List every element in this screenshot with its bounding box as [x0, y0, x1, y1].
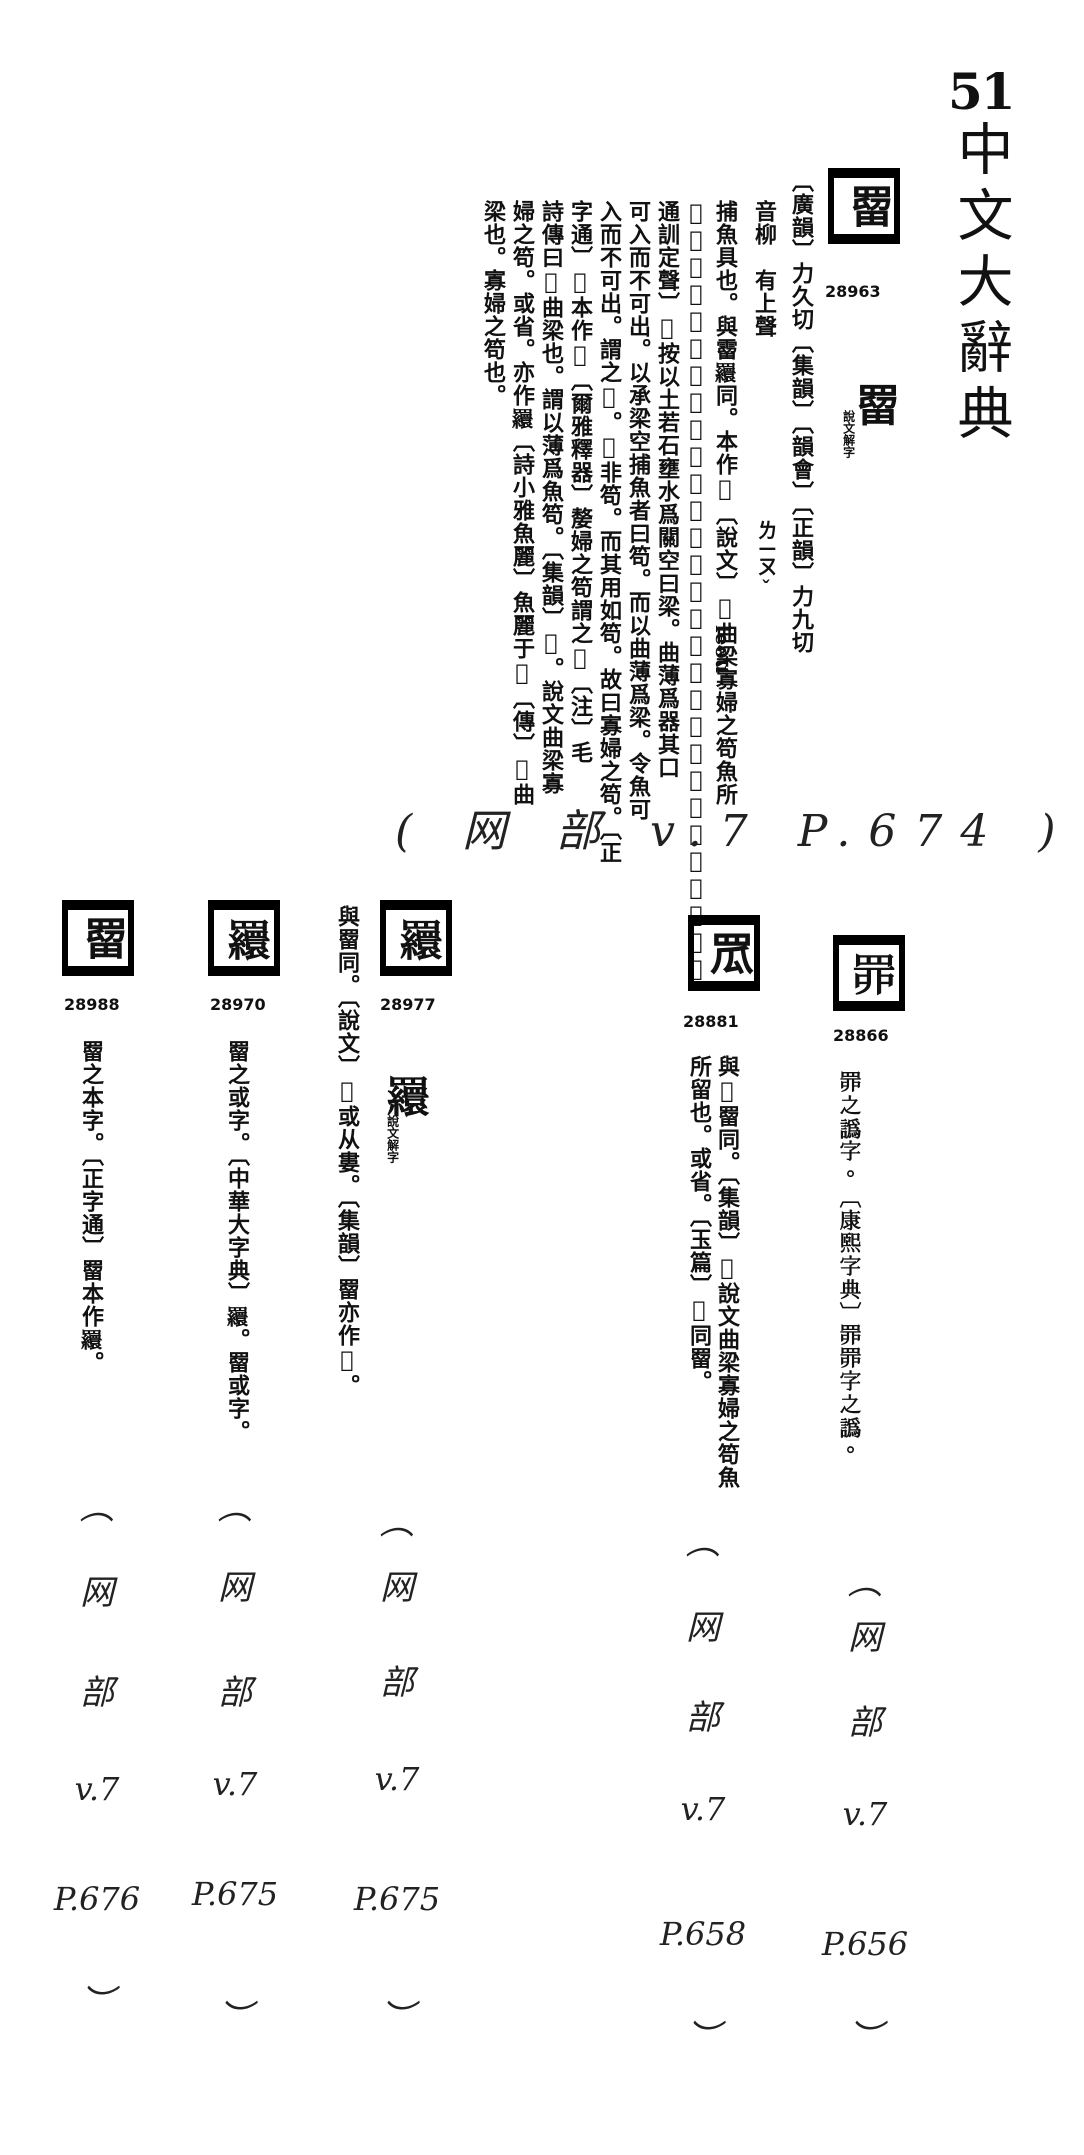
main-entry-line-6: 可入而不可出。以承梁空捕魚者曰笱。而以曲薄爲梁。令魚可: [625, 200, 651, 821]
annotation-28988-bu: 部: [80, 1673, 114, 1713]
main-entry-line-5: 通訓定聲〕𦋸按以土若石壅水爲關空曰梁。曲薄爲器其口: [654, 200, 680, 779]
annotation-28881-volume: v.7: [680, 1790, 726, 1828]
annotation-28977-close: ︶: [380, 1998, 414, 2038]
annotation-28988-open: ︵: [80, 1488, 114, 1528]
annotation-28866-radical: 网: [848, 1618, 882, 1658]
main-entry-line-8: 字通〕𦋸本作𦌾〔爾雅釋器〕嫠婦之笱謂之𦋸〔注〕毛: [567, 200, 593, 764]
entry-28970-text: 罶之或字。〔中華大字典〕𦌾。罶或字。: [224, 1040, 250, 1443]
annotation-28866-volume: v.7: [842, 1795, 888, 1833]
annotation-28866-page: P.656: [821, 1925, 909, 1963]
entry-28977-headword: 𦌾: [380, 900, 452, 976]
annotation-28977-volume: v.7: [374, 1760, 420, 1798]
annotation-28977-radical: 网: [380, 1568, 414, 1608]
annotation-28866-open: ︵: [848, 1563, 882, 1603]
main-headword: 罶: [828, 168, 900, 244]
entry-28866-number: 28866: [833, 1026, 889, 1045]
main-entry-number: 28963: [825, 282, 881, 301]
annotation-28970-bu: 部: [218, 1673, 252, 1713]
annotation-28970-close: ︶: [218, 1998, 252, 2038]
entry-28977-number: 28977: [380, 995, 436, 1014]
entry-28881-headword: 罛: [688, 915, 760, 991]
entry-28881-number: 28881: [683, 1012, 739, 1031]
annotation-28977-bu: 部: [380, 1663, 414, 1703]
annotation-28881-close: ︶: [686, 2018, 720, 2058]
main-entry-line-2: 音柳 有上聲: [751, 200, 777, 338]
entry-28866-text: 𦊿之譌字。〔康熙字典〕𦊿𦊿字之譌。: [837, 1070, 863, 1461]
annotation-28977-open: ︵: [380, 1503, 414, 1543]
entry-28977-seal-glyph: 𦌾: [386, 1073, 430, 1124]
page-number: 51: [948, 62, 1016, 121]
annotation-28988-radical: 网: [80, 1573, 114, 1613]
annotation-28970-volume: v.7: [212, 1765, 258, 1803]
entry-28970-number: 28970: [210, 995, 266, 1014]
main-entry-line-4: 𦋸也。从网留。𦋸亦聲。𦋸或从婁。春秋國語曰。𦋸罛𦋸。〔說文: [683, 200, 709, 983]
annotation-28970-open: ︵: [218, 1488, 252, 1528]
annotation-28866-bu: 部: [848, 1703, 882, 1743]
book-title: 中文大辭典: [948, 120, 1013, 450]
main-entry-line-9: 詩傳曰𦋸曲梁也。謂以薄爲魚笱。〔集韻〕𦋸。說文曲梁寡: [538, 200, 564, 795]
entry-28977-seal-note: 說文解字: [385, 1115, 400, 1163]
entry-28970-headword: 𦌾: [208, 900, 280, 976]
handwritten-annotation-top: ( 网 部 v.7 P.674 ): [395, 806, 1074, 857]
annotation-28881-bu: 部: [686, 1698, 720, 1738]
annotation-28881-radical: 网: [686, 1608, 720, 1648]
entry-28866-headword: 𦊿: [833, 935, 905, 1011]
entry-28881-text-line-2: 所留也。或省。〔玉篇〕𦋸同罶。: [686, 1055, 712, 1393]
annotation-28866-close: ︶: [848, 2018, 882, 2058]
entry-28977-text: 與罶同。〔說文〕𦋸或从婁。〔集韻〕罶亦作𦌾。: [334, 905, 360, 1397]
entry-28988-headword: 罶: [62, 900, 134, 976]
annotation-28988-page: P.676: [53, 1880, 141, 1918]
entry-28988-text: 罶之本字。〔正字通〕罶本作𦌾。: [78, 1040, 104, 1374]
annotation-28881-open: ︵: [686, 1523, 720, 1563]
main-entry-line-3: 捕魚具也。與霤𦌾同。本作𦋸〔說文〕𦋸曲梁寡婦之笱魚所: [712, 200, 738, 806]
seal-script-glyph: 罶: [856, 381, 900, 432]
annotation-28977-page: P.675: [353, 1880, 441, 1918]
annotation-28970-page: P.675: [191, 1875, 279, 1913]
main-entry-line-10: 婦之笱。或省。亦作𦌾〔詩小雅魚麗〕魚麗于𦋸〔傳〕𦋸曲: [509, 200, 535, 806]
annotation-28881-page: P.658: [659, 1915, 747, 1953]
pronunciation-bopomofo: ㄌㄧㄡˇ: [754, 520, 778, 600]
entry-28988-number: 28988: [64, 995, 120, 1014]
annotation-28970-radical: 网: [218, 1568, 252, 1608]
entry-28881-text-line-1: 與𦋸罶同。〔集韻〕𦋸說文曲梁寡婦之笱魚: [714, 1055, 740, 1489]
main-entry-line-1: 〔廣韻〕力久切〔集韻〕〔韻會〕〔正韻〕力九切: [788, 170, 814, 654]
main-entry-line-7: 入而不可出。謂之𦋸。𦋸非笱。而其用如笱。故曰寡婦之笱。〔正: [596, 200, 622, 864]
annotation-28988-close: ︶: [80, 1983, 114, 2023]
seal-note: 說文解字: [841, 410, 856, 458]
annotation-28988-volume: v.7: [74, 1770, 120, 1808]
main-entry-line-11: 梁也。寡婦之笱也。: [480, 200, 506, 407]
